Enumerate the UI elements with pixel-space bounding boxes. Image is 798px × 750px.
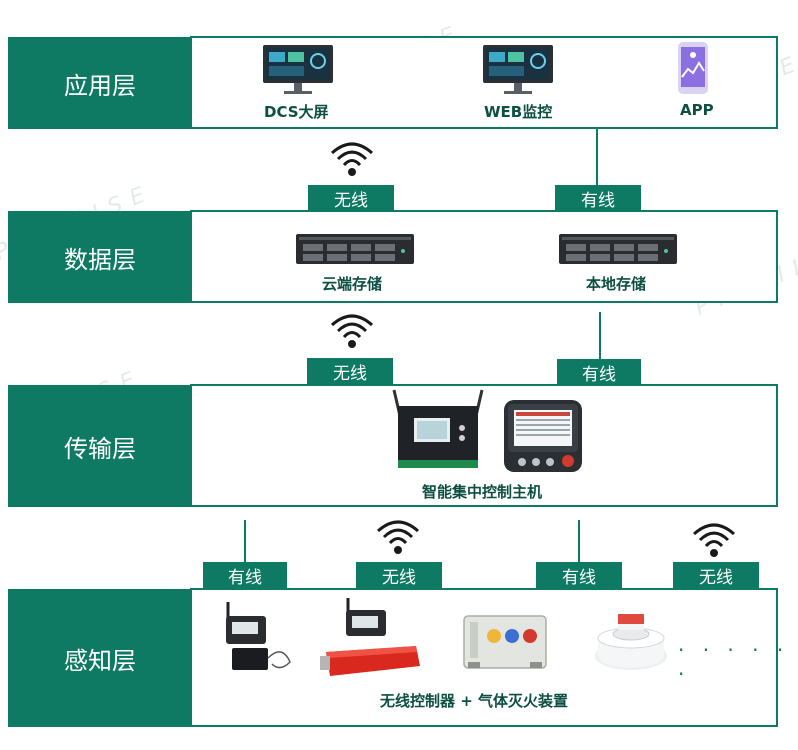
- link-tag-wireless: 无线: [307, 358, 393, 384]
- transport-caption: 智能集中控制主机: [422, 483, 543, 501]
- app-phone-icon: [678, 42, 708, 94]
- wireless-controller-icon: [226, 602, 291, 670]
- app-item-dcs: DCS大屏: [264, 103, 329, 121]
- link-tag-wired: 有线: [536, 562, 622, 588]
- local-server-icon: [559, 234, 677, 264]
- wifi-icon: [330, 142, 374, 176]
- cloud-server-icon: [296, 234, 414, 264]
- control-cabinet-icon: [392, 389, 484, 468]
- control-box-icon: [463, 615, 547, 669]
- transport-layer-box: [190, 384, 778, 507]
- link-tag-wired: 有线: [203, 562, 287, 588]
- link-tag-wireless: 无线: [356, 562, 442, 588]
- gas-extinguisher-icon: [320, 598, 420, 676]
- transport-layer-label: 传输层: [8, 385, 192, 507]
- wifi-icon: [376, 520, 420, 554]
- more-devices-ellipsis: · · · · · ·: [678, 638, 790, 686]
- app-item-web: WEB监控: [484, 103, 553, 121]
- wired-connector-line: [244, 520, 246, 563]
- perception-layer-label: 感知层: [8, 589, 192, 727]
- link-tag-wired: 有线: [557, 359, 641, 385]
- control-panel-icon: [504, 400, 582, 472]
- link-tag-wireless: 无线: [308, 185, 394, 211]
- wifi-icon: [330, 314, 374, 348]
- wifi-icon: [692, 523, 736, 557]
- app-layer-label: 应用层: [8, 37, 192, 129]
- wired-connector-line: [599, 312, 601, 359]
- link-tag-wireless: 无线: [673, 562, 759, 588]
- perception-caption: 无线控制器 + 气体灭火装置: [380, 692, 569, 710]
- dcs-monitor-icon: [263, 45, 333, 94]
- data-item-cloud: 云端存储: [322, 275, 383, 293]
- data-layer-box: [190, 210, 778, 303]
- link-tag-wired: 有线: [555, 185, 641, 211]
- data-layer-label: 数据层: [8, 211, 192, 303]
- app-item-app: APP: [680, 101, 714, 119]
- web-monitor-icon: [483, 45, 553, 94]
- wired-connector-line: [578, 520, 580, 563]
- smoke-detector-icon: [595, 614, 667, 670]
- wired-connector-line: [596, 129, 598, 185]
- data-item-local: 本地存储: [586, 275, 647, 293]
